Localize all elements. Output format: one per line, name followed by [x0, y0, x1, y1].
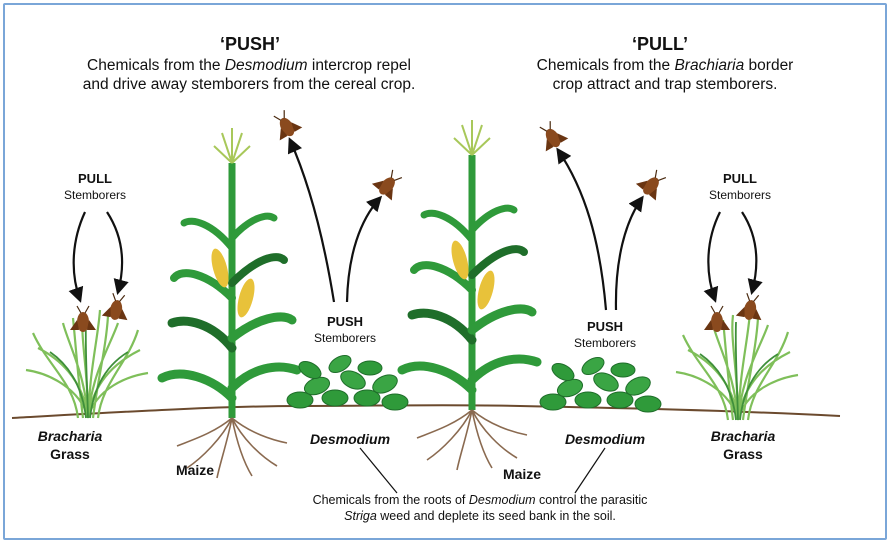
pull-label-right: PULL Stemborers: [705, 171, 775, 203]
moth-icon: [735, 292, 765, 322]
pull-arrow: [742, 212, 756, 292]
bracharia-label-left: Bracharia Grass: [25, 427, 115, 463]
moth-icon: [635, 165, 672, 202]
push-arrow: [347, 198, 380, 302]
moth-icon: [371, 165, 408, 202]
pull-arrow: [107, 212, 122, 292]
push-label-right: PUSH Stemborers: [565, 319, 645, 351]
desmodium-label-right: Desmodium: [550, 430, 660, 448]
maize-label-left: Maize: [165, 462, 225, 478]
callout-line: [575, 448, 605, 493]
maize-right: [402, 120, 537, 470]
soil-line: [12, 405, 840, 418]
desmodium-label-left: Desmodium: [295, 430, 405, 448]
callout-line: [360, 448, 397, 493]
desmodium-right: [540, 354, 661, 412]
grass-right: [676, 312, 798, 420]
pull-arrow: [74, 212, 85, 300]
push-description: Chemicals from the Desmodium intercrop r…: [20, 56, 478, 94]
moth-icon: [534, 118, 570, 154]
push-arrow: [558, 150, 606, 310]
bracharia-label-right: Bracharia Grass: [698, 427, 788, 463]
pull-arrow: [708, 212, 720, 300]
desmodium-left: [287, 352, 408, 410]
push-label-left: PUSH Stemborers: [305, 314, 385, 346]
push-arrow: [290, 140, 334, 302]
push-title: ‘PUSH’: [210, 34, 290, 55]
push-arrow: [616, 198, 642, 310]
pull-description: Chemicals from the Brachiaria border cro…: [500, 56, 830, 94]
moth-icon: [101, 292, 131, 322]
moth-icon: [704, 306, 730, 332]
pull-title: ‘PULL’: [620, 34, 700, 55]
maize-left: [162, 128, 297, 478]
maize-label-right: Maize: [492, 466, 552, 482]
moth-icon: [268, 107, 304, 143]
pull-label-left: PULL Stemborers: [60, 171, 130, 203]
footer-caption: Chemicals from the roots of Desmodium co…: [240, 492, 720, 524]
